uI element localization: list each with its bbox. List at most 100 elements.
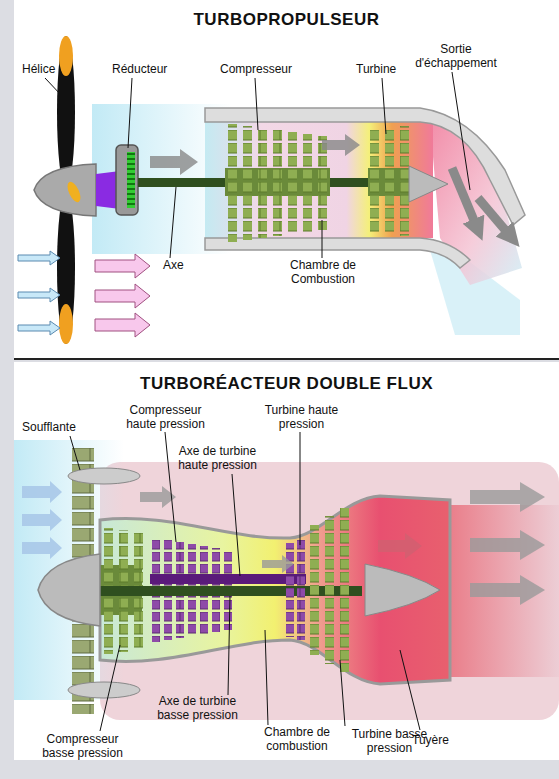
exhaust-arrow [470,530,545,560]
lp-turbine-stage [310,525,319,655]
compressor-hub [100,565,142,615]
part-label: Compresseur basse pression [35,732,130,760]
leader-line [300,432,301,545]
leader-line [170,187,176,258]
part-label: Sortie d'échappement [410,42,502,70]
thrust-arrow [95,284,150,308]
turbofan-drawing [14,440,559,720]
blade-root [65,180,83,204]
gearbox [116,145,138,215]
air-arrow [22,509,62,531]
intake-glow [92,104,232,254]
exhaust-glow [430,238,520,335]
blade-tip [59,304,73,344]
lp-compressor-stage [104,528,113,654]
panel: TURBOPROPULSEUR [14,0,559,360]
hp-shaft [150,574,306,584]
part-label: Turbine haute pression [254,403,349,431]
compressor-stage [258,128,267,238]
leader-lines [45,72,470,731]
air-arrow [18,321,60,335]
part-label: Réducteur [112,62,192,76]
exhaust-arrow [452,168,478,230]
intake-glow [14,440,124,700]
leader-line [70,436,80,470]
compressor-hub [225,168,330,196]
part-label: Axe de turbine haute pression [170,444,265,472]
propeller-blade [57,36,75,188]
compressor-stage [228,124,237,242]
leader-line [100,645,120,731]
nacelle-lip [68,468,140,484]
core-flow [205,122,433,238]
turbine-stage [370,130,379,232]
leader-line [128,78,132,148]
fan [72,448,94,714]
air-arrow [22,481,62,503]
part-label: Hélice [22,62,92,76]
leader-line [255,78,258,130]
compressor-stage [288,132,297,234]
core-arrow [378,533,422,559]
exhaust-arrow [470,575,545,605]
part-label: Axe de turbine basse pression [150,694,245,722]
compressor-stage [303,134,312,232]
leader-line [45,78,62,96]
part-label: Axe [163,258,203,272]
leader-line [400,650,420,730]
bypass-flow [100,462,559,720]
gear [127,152,135,208]
prop-hub [96,171,120,209]
hp-compressor-stage [152,538,160,642]
spinner [38,554,100,626]
lp-shaft [100,586,362,596]
hp-compressor-stage [164,540,172,640]
leader-line [265,630,268,725]
tail-cone [409,166,448,202]
panel-heading: TURBORÉACTEUR DOUBLE FLUX [14,374,559,394]
part-label: Tuyère [412,733,472,747]
leader-line [340,660,345,726]
lp-turbine-stage [325,516,334,664]
lp-turbine-stage [340,508,349,672]
nacelle-lip [68,682,140,698]
exhaust-plume [440,505,559,677]
thrust-arrow [95,254,150,278]
part-label: Soufflante [22,420,102,434]
leader-line [322,220,323,258]
turboprop-drawing [18,36,525,344]
hp-compressor-stage [224,550,232,630]
part-label: Chambre de combustion [256,725,338,753]
leader-line [382,78,386,134]
compressor-stage [273,130,282,236]
exhaust-plume [430,122,522,285]
part-label: Compresseur haute pression [118,403,213,431]
hp-compressor-stage [200,546,208,634]
bypass-arrow [140,486,176,508]
turbine-stage [400,126,409,236]
nacelle-top [205,108,525,225]
compressor-stage [318,136,327,230]
turbine-hub [368,168,410,196]
core-casing [100,496,450,684]
shaft [138,178,388,187]
exhaust-arrow [470,482,545,512]
compressor-stage [243,126,252,240]
air-arrow [18,288,60,302]
air-arrow [18,251,60,265]
part-label: Chambre de Combustion [282,258,364,286]
flow-arrow [150,149,198,175]
leader-line [232,474,240,576]
spinner [34,164,96,216]
leader-line [165,432,176,542]
leader-line [452,72,470,190]
flow-arrow [322,134,360,156]
blade-tip [59,36,73,76]
core-arrow [262,555,294,573]
leader-line [228,596,230,695]
lp-compressor-stage [119,530,128,652]
tail-cone [365,564,440,616]
hp-compressor-stage [188,544,196,636]
lp-compressor-stage [134,532,143,650]
